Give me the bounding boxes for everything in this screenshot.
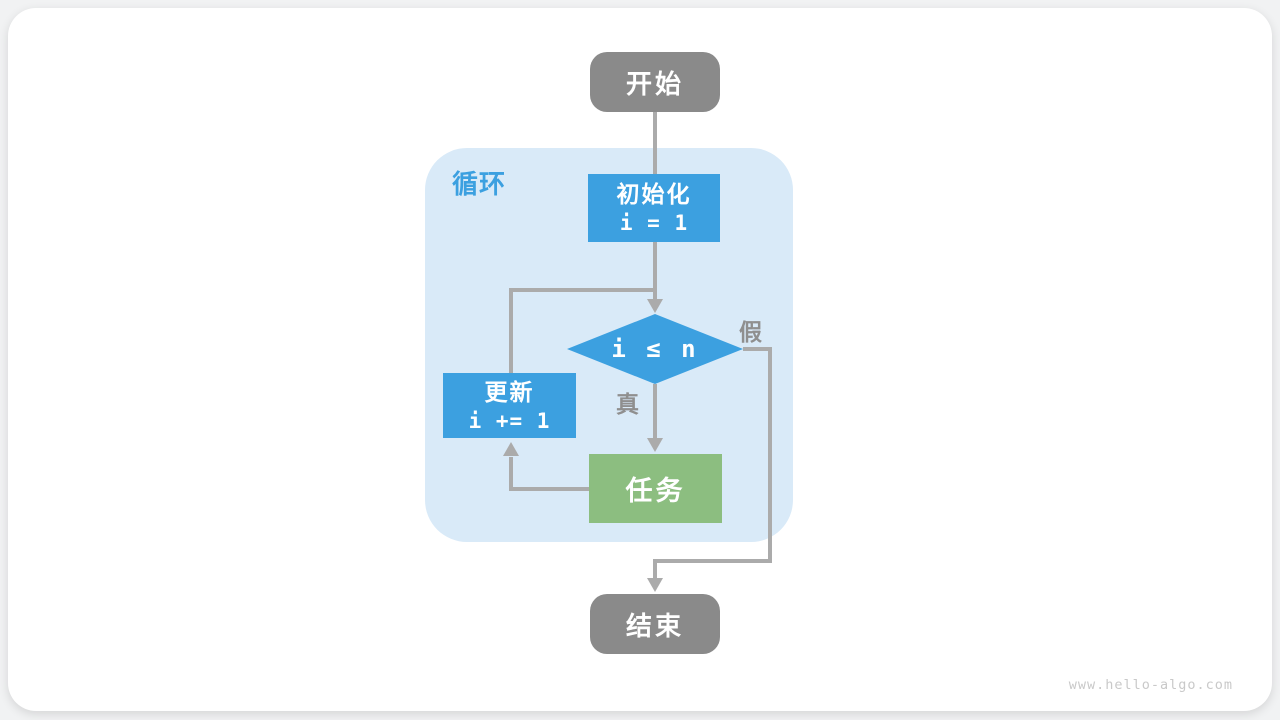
- init-node-title: 初始化: [616, 181, 692, 207]
- arrowhead-into-condition: [647, 299, 663, 313]
- end-node-label: 结束: [625, 610, 684, 641]
- arrowhead-into-end: [647, 578, 663, 592]
- update-node-code: i += 1: [468, 408, 551, 433]
- site-watermark: www.hello-algo.com: [1068, 677, 1233, 693]
- condition-expression: i ≤ n: [611, 335, 699, 363]
- init-node: 初始化 i = 1: [588, 174, 720, 242]
- loop-region-label: 循环: [452, 169, 507, 199]
- task-node: 任务: [589, 454, 722, 523]
- start-node: 开始: [590, 52, 720, 112]
- start-node-label: 开始: [625, 68, 684, 99]
- edge-update-junction: [509, 288, 655, 373]
- branch-false-label: 假: [739, 319, 762, 345]
- end-node: 结束: [590, 594, 720, 654]
- branch-true-label: 真: [616, 391, 639, 417]
- init-node-code: i = 1: [619, 211, 689, 235]
- arrowhead-into-task: [647, 438, 663, 452]
- update-node-title: 更新: [484, 378, 535, 405]
- arrowhead-into-update: [503, 442, 519, 456]
- task-node-label: 任务: [625, 476, 686, 506]
- edge-task-update: [509, 457, 589, 491]
- update-node: 更新 i += 1: [443, 373, 576, 438]
- edge-condition-end: [653, 347, 772, 579]
